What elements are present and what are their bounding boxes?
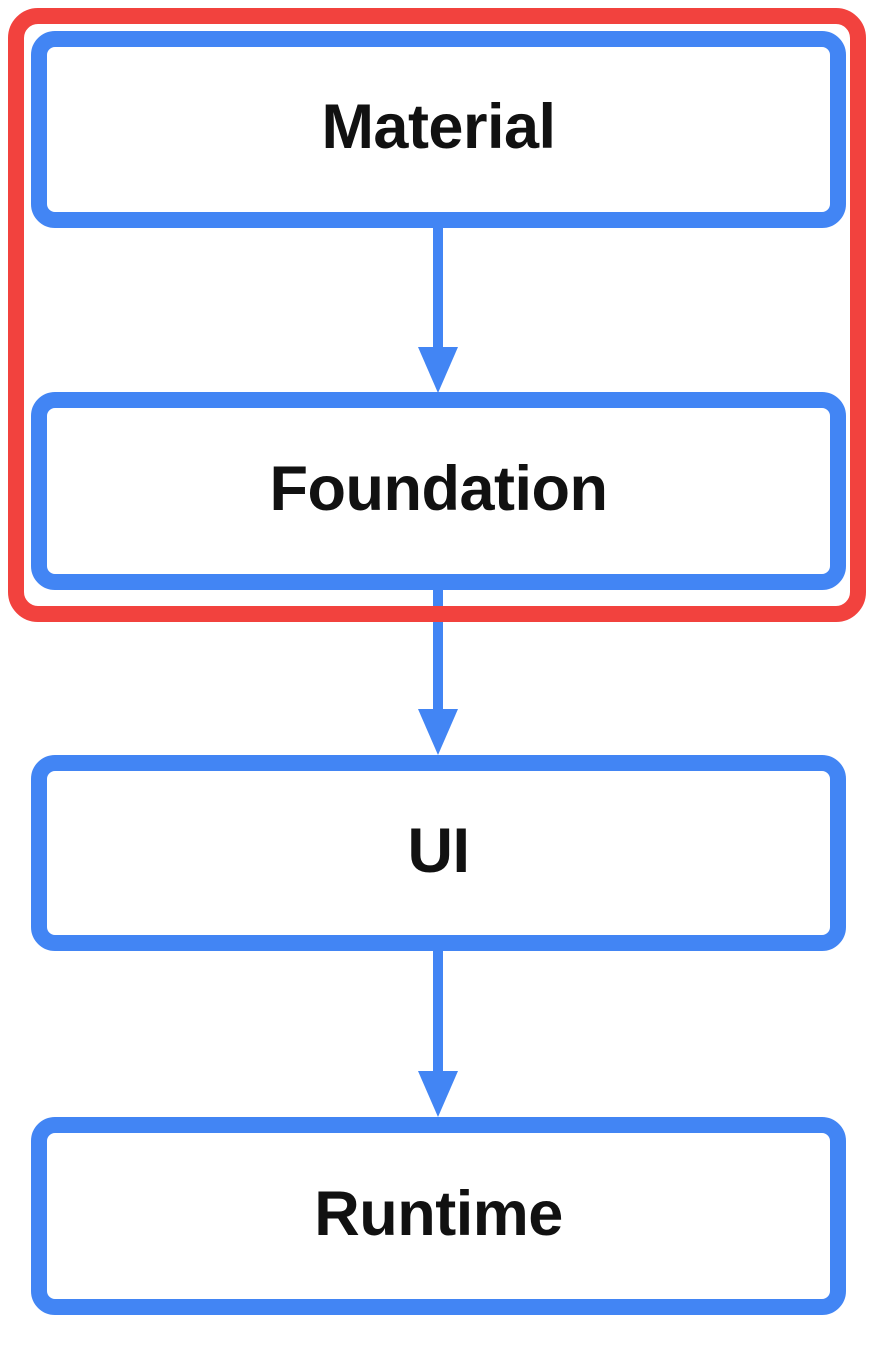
arrow-down-icon [418,1071,458,1117]
layer-box-foundation: Foundation [31,392,846,590]
arrow-down-icon [418,347,458,393]
layer-box-runtime: Runtime [31,1117,846,1315]
layer-label-runtime: Runtime [314,1178,563,1249]
arrow-line [433,590,443,709]
arrow-line [433,950,443,1071]
arrow-line [433,228,443,347]
layer-label-ui: UI [407,815,471,886]
layer-label-foundation: Foundation [269,453,608,524]
layer-box-material: Material [31,31,846,228]
arrow-down-icon [418,709,458,755]
layer-label-material: Material [321,92,556,162]
layer-box-ui: UI [31,755,846,951]
